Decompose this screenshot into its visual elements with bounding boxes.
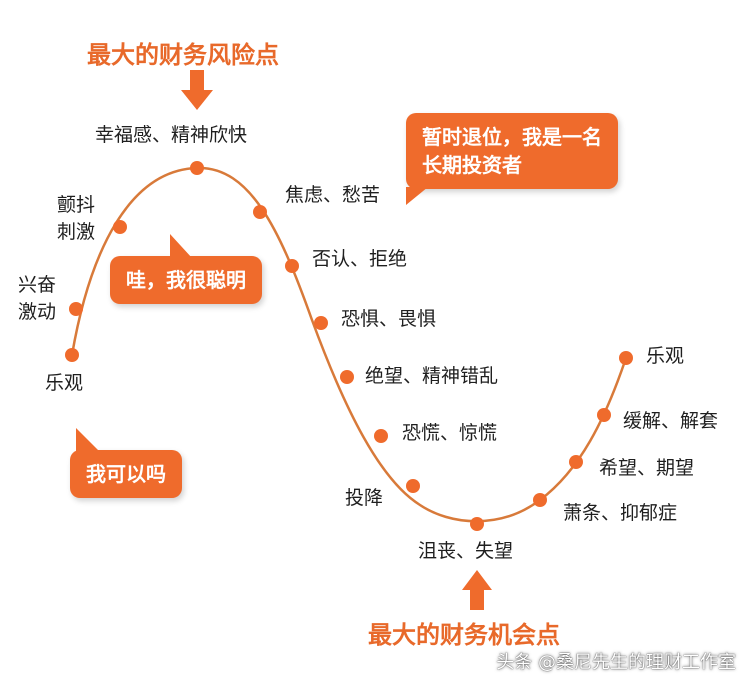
stage-dot-7	[340, 370, 354, 384]
down-arrow-icon	[181, 70, 213, 110]
stage-dot-14	[619, 351, 633, 365]
stage-label-panic: 恐慌、惊慌	[402, 422, 498, 444]
stage-dot-12	[569, 455, 583, 469]
stage-label-optimism-start: 乐观	[45, 372, 84, 394]
bubble-smart-tail	[170, 234, 192, 258]
watermark: 头条 @桑尼先生的理财工作室	[496, 652, 736, 673]
bubble-i-am-smart: 哇，我很聪明	[110, 256, 262, 304]
stage-dot-6	[314, 316, 328, 330]
stage-label-fear: 恐惧、畏惧	[341, 308, 437, 330]
stage-label-anxiety: 焦虑、愁苦	[285, 184, 381, 206]
bubble-long-term-investor: 暂时退位，我是一名 长期投资者	[406, 113, 618, 205]
stage-label-optimism-end: 乐观	[646, 345, 685, 367]
stage-dot-11	[533, 493, 547, 507]
bubble-tail	[406, 187, 428, 205]
stage-dot-4	[253, 205, 267, 219]
stage-label-hope: 希望、期望	[599, 457, 695, 479]
stage-dot-9	[406, 479, 420, 493]
stage-dot-1	[69, 302, 83, 316]
stage-dot-5	[285, 259, 299, 273]
stage-dot-10	[470, 517, 484, 531]
stage-dot-8	[374, 429, 388, 443]
bubble-can-i-tail	[76, 428, 100, 452]
stage-label-excitement: 兴奋 激动	[18, 274, 57, 323]
risk-point-heading: 最大的财务风险点	[87, 41, 279, 69]
opportunity-point-heading: 最大的财务机会点	[368, 621, 560, 649]
stage-label-euphoria: 幸福感、精神欣快	[95, 124, 248, 146]
bubble-can-i: 我可以吗	[70, 450, 182, 498]
stage-label-denial: 否认、拒绝	[312, 248, 408, 270]
stage-label-depression: 萧条、抑郁症	[563, 502, 678, 524]
stage-label-despondency: 沮丧、失望	[418, 540, 514, 562]
up-arrow-icon	[462, 570, 492, 610]
stage-dot-2	[113, 220, 127, 234]
stage-label-capitulation: 投降	[345, 487, 384, 509]
bubble-long-term-line-1: 暂时退位，我是一名	[422, 125, 602, 149]
stage-dot-13	[597, 408, 611, 422]
emotion-curve-line	[70, 166, 628, 523]
stage-label-thrill: 颤抖 刺激	[57, 194, 96, 243]
bubble-long-term-line-2: 长期投资者	[422, 153, 522, 177]
stage-dot-3	[190, 161, 204, 175]
stage-dot-0	[65, 348, 79, 362]
stage-label-relief: 缓解、解套	[623, 410, 719, 432]
stage-label-desperation: 绝望、精神错乱	[365, 365, 499, 387]
